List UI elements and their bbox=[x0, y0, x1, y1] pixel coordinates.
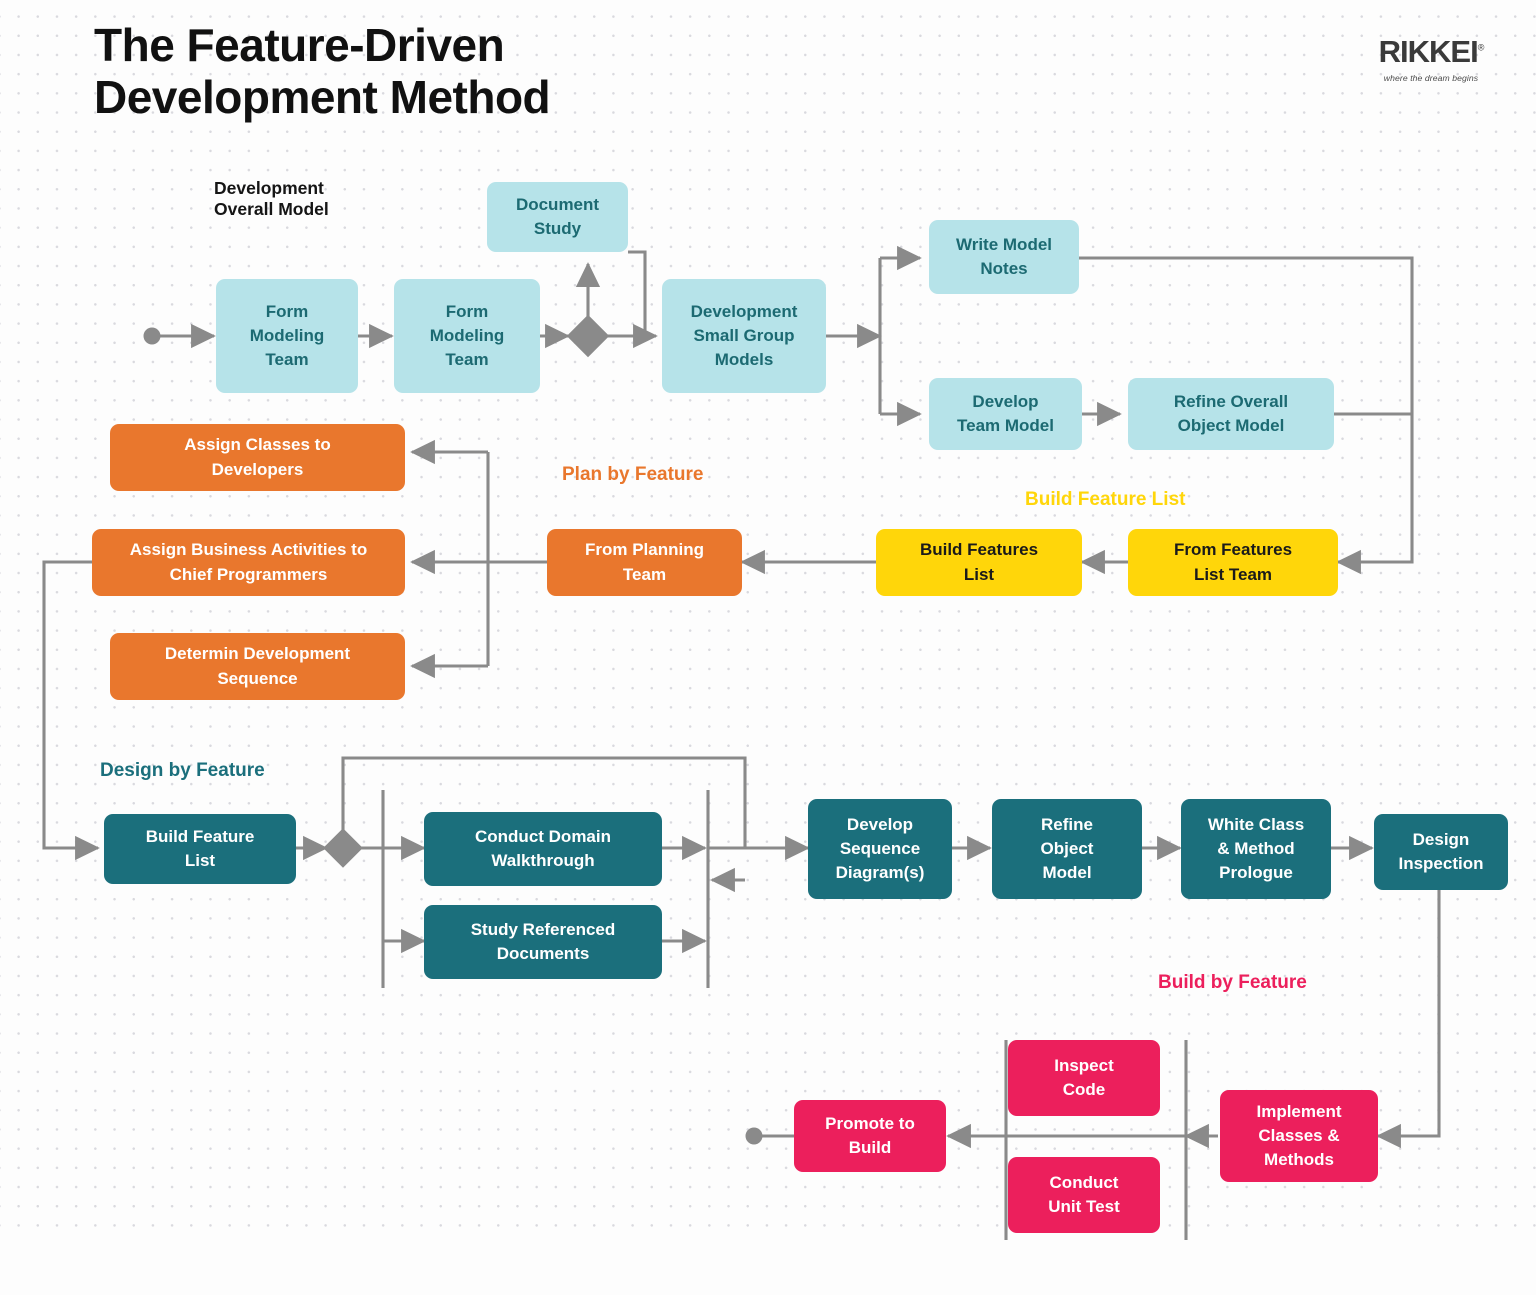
conn-assign-business-to-build-feature-list bbox=[42, 560, 100, 861]
registered-mark-icon: ® bbox=[1477, 42, 1485, 53]
conn-rail-to-from-features-list-team bbox=[1336, 414, 1414, 575]
group-label-design-by-feature: Design by Feature bbox=[100, 760, 265, 781]
end-node-dot bbox=[745, 1127, 763, 1145]
decision-diamond-overall-model bbox=[566, 314, 610, 358]
group-label-build-feature-list: Build Feature List bbox=[1025, 489, 1186, 510]
conn-document-study-return bbox=[628, 250, 647, 336]
logo-tagline: where the dream begins bbox=[1383, 73, 1479, 83]
rikkei-logo: RIKKEI® where the dream begins bbox=[1364, 36, 1498, 83]
group-label-build-by-feature: Build by Feature bbox=[1158, 972, 1307, 993]
start-node-dot bbox=[143, 327, 161, 345]
logo-wordmark-text: RIKKEI bbox=[1378, 34, 1479, 69]
page-title-line1: The Feature-Driven bbox=[94, 19, 505, 71]
page-title-line2: Development Method bbox=[94, 70, 551, 123]
decision-diamond-design-by-feature bbox=[323, 828, 363, 868]
page-title: The Feature-Driven Development Method bbox=[94, 19, 814, 123]
group-label-plan-by-feature: Plan by Feature bbox=[562, 464, 704, 485]
conn-design-inspection-to-implement bbox=[1376, 890, 1441, 1149]
logo-wordmark: RIKKEI® bbox=[1364, 36, 1498, 67]
